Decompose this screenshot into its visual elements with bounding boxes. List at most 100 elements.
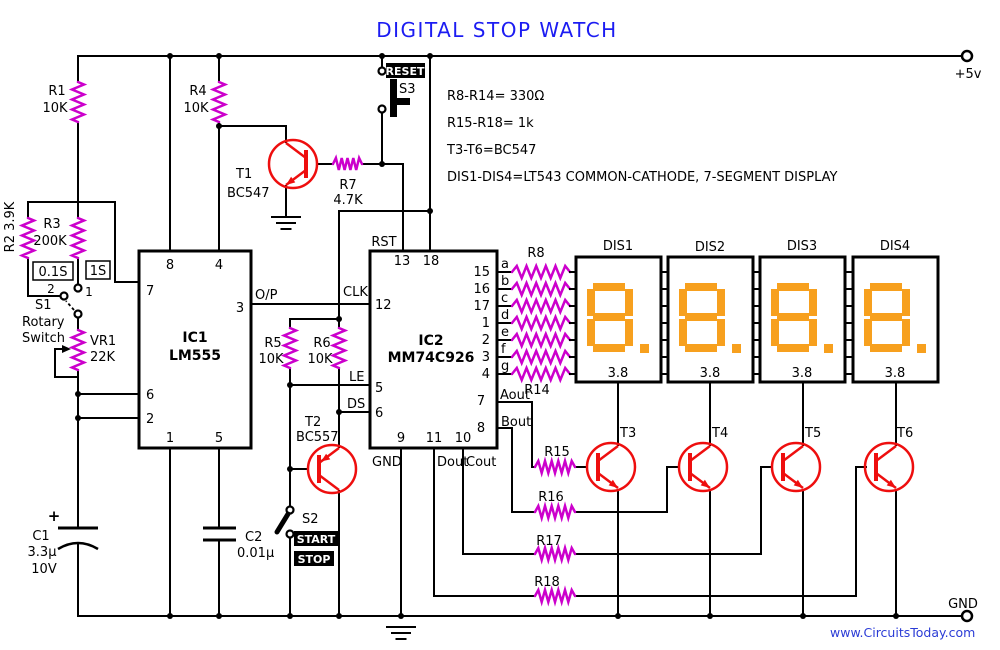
vr1-resistor xyxy=(70,328,86,372)
s1-type-line2: Switch xyxy=(22,331,65,346)
c1-polarity: + xyxy=(48,507,61,525)
segment-e-label: e xyxy=(501,325,509,340)
start-stop-switch-s2 xyxy=(274,505,338,566)
ic2-pin5: 5 xyxy=(375,381,383,396)
ic1-pin5: 5 xyxy=(215,431,223,446)
r15-ref: R15 xyxy=(544,445,570,460)
s2-ref: S2 xyxy=(302,512,319,527)
ic2-pin12: 12 xyxy=(375,298,392,313)
capacitor-c2 xyxy=(203,526,236,542)
note-line-3: T3-T6=BC547 xyxy=(446,143,536,158)
t2-ref: T2 xyxy=(304,415,321,430)
t2-part: BC557 xyxy=(296,430,339,445)
r5-resistor xyxy=(282,326,298,370)
ic2-pin2: 2 xyxy=(482,333,490,348)
segment-c-label: c xyxy=(501,291,508,306)
ic1-ref: IC1 xyxy=(182,330,207,346)
r4-ref: R4 xyxy=(189,84,206,99)
ic1-pin4: 4 xyxy=(215,258,223,273)
dis1-value: 3.8 xyxy=(608,366,629,381)
r2-ref: R2 3.9K xyxy=(3,201,18,252)
r5-ref: R5 xyxy=(264,336,281,351)
note-line-2: R15-R18= 1k xyxy=(447,116,534,131)
r2-resistor xyxy=(20,216,36,260)
t3-ref: T3 xyxy=(619,426,636,441)
vr1-ref: VR1 xyxy=(90,334,116,349)
r1-value: 10K xyxy=(42,101,68,116)
ic2-part: MM74C926 xyxy=(388,350,475,366)
ic2-pin4: 4 xyxy=(482,367,490,382)
s3-reset-label: RESET xyxy=(386,65,425,78)
reset-switch-s3 xyxy=(377,63,425,117)
ic2-pin3: 3 xyxy=(482,350,490,365)
ic2-gnd-label: GND xyxy=(372,455,402,470)
s1-pos2: 2 xyxy=(47,282,55,296)
ic2-ds-label: DS xyxy=(347,397,365,412)
ic1-body xyxy=(137,249,253,450)
ic2-pin10: 10 xyxy=(455,431,472,446)
ic1-part: LM555 xyxy=(169,348,221,364)
ic2-pin15: 15 xyxy=(473,265,490,280)
r7-resistor xyxy=(331,156,364,172)
c1-value: 3.3µ xyxy=(28,545,57,560)
r7-ref: R7 xyxy=(339,178,356,193)
r18-resistor xyxy=(533,588,577,604)
ic2-clk-label: CLK xyxy=(343,285,368,300)
t3-transistor xyxy=(585,441,637,493)
main-ground-symbol xyxy=(386,626,416,640)
segment-g-label: g xyxy=(501,359,509,374)
ic1-output-label: O/P xyxy=(255,288,278,303)
dis2-display xyxy=(666,255,755,384)
c2-ref: C2 xyxy=(245,530,262,545)
s2-stop-label: STOP xyxy=(298,553,331,566)
r5-value: 10K xyxy=(258,352,284,367)
r16-ref: R16 xyxy=(538,490,564,505)
ic2-ref: IC2 xyxy=(418,333,443,349)
ic1-pin8: 8 xyxy=(166,258,174,273)
ic2-pin13: 13 xyxy=(394,254,411,269)
ic2-pin11: 11 xyxy=(426,431,443,446)
c2-value: 0.01µ xyxy=(237,546,274,561)
ic2-cout-label: Cout xyxy=(466,455,496,470)
vr1-value: 22K xyxy=(90,350,116,365)
dis4-label: DIS4 xyxy=(880,239,910,254)
ic2-pin17: 17 xyxy=(473,299,490,314)
t1-ground-symbol xyxy=(271,216,301,230)
s2-start-label: START xyxy=(297,533,336,546)
r18-ref: R18 xyxy=(534,575,560,590)
ic2-pin8: 8 xyxy=(477,421,485,436)
r4-resistor xyxy=(211,80,227,124)
website-link[interactable]: www.CircuitsToday.com xyxy=(830,625,975,640)
t1-part: BC547 xyxy=(227,186,270,201)
r3-ref: R3 xyxy=(43,217,60,232)
ic2-le-label: LE xyxy=(349,370,364,385)
dis1-display xyxy=(574,255,663,384)
ic2-bout-label: Bout xyxy=(501,415,531,430)
ic2-pin9: 9 xyxy=(397,431,405,446)
r8-ref: R8 xyxy=(527,246,544,261)
seven-segment-displays xyxy=(574,255,940,384)
t5-ref: T5 xyxy=(804,426,821,441)
dis4-display xyxy=(851,255,940,384)
dis4-value: 3.8 xyxy=(885,366,906,381)
s3-ref: S3 xyxy=(399,82,416,97)
ic1-pin6: 6 xyxy=(146,388,154,403)
t4-ref: T4 xyxy=(711,426,728,441)
s1-ref: S1 xyxy=(35,298,52,313)
capacitor-c1 xyxy=(57,526,99,551)
dis3-label: DIS3 xyxy=(787,239,817,254)
dis1-label: DIS1 xyxy=(603,239,633,254)
segment-d-label: d xyxy=(501,308,509,323)
r1-ref: R1 xyxy=(48,84,65,99)
r6-resistor xyxy=(331,326,347,370)
ic2-pin18: 18 xyxy=(423,254,440,269)
r1-resistor xyxy=(70,80,86,124)
t1-transistor xyxy=(267,138,319,190)
gnd-terminal xyxy=(960,609,974,623)
s1-time-01s: 0.1S xyxy=(39,265,68,280)
r14-ref: R14 xyxy=(524,383,550,398)
r4-value: 10K xyxy=(183,101,209,116)
junction-dots xyxy=(75,53,899,619)
s1-time-1s: 1S xyxy=(90,264,107,279)
t2-transistor xyxy=(306,443,358,495)
